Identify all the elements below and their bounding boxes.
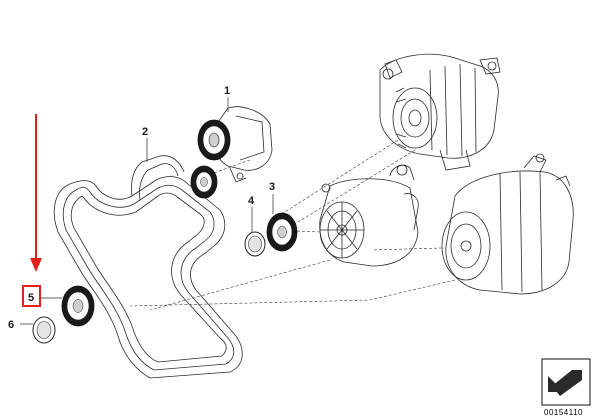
guide-pulley-5 [61,285,95,327]
part-label-2: 2 [142,126,148,138]
part-label-1: 1 [224,85,230,97]
highlight-arrow [30,114,42,272]
part-label-6: 6 [8,319,14,331]
alternator-illustration [379,53,501,171]
guide-pulley-3 [266,212,298,252]
protection-cap-6 [32,316,56,344]
ribbed-v-belt [53,155,243,379]
part-label-5: 5 [28,292,34,304]
reference-number: 00154110 [544,408,583,417]
ac-compressor-illustration [441,153,574,295]
diagram-orientation-icon [548,370,582,396]
part-label-4: 4 [248,195,255,207]
power-steering-pump-illustration [319,164,419,267]
leader-lines [20,97,274,325]
reference-icon-box: 00154110 [541,358,591,417]
protection-cap-4 [244,231,266,257]
part-label-3: 3 [269,181,275,193]
belt-tensioner [190,106,273,199]
highlight-box [22,285,41,307]
